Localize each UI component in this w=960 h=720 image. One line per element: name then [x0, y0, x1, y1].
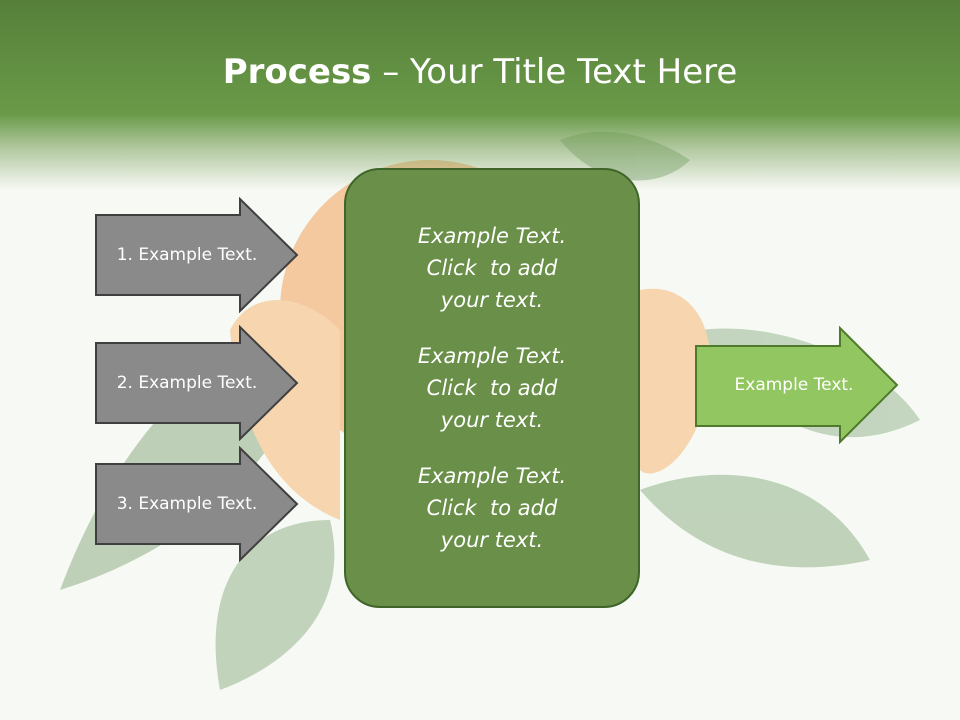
- arrow-shape: [95, 325, 299, 441]
- input-arrow-2[interactable]: 2. Example Text.: [94, 325, 300, 441]
- input-arrow-label: 2. Example Text.: [116, 373, 258, 393]
- output-arrow-label: Example Text.: [734, 375, 854, 395]
- process-text-line: Click to add: [426, 376, 558, 400]
- process-text-line: your text.: [440, 408, 544, 432]
- orange-slice-shape: [640, 288, 711, 474]
- input-arrow-label: 3. Example Text.: [116, 494, 258, 514]
- arrow-shape: [695, 326, 899, 444]
- input-arrow-label: 1. Example Text.: [116, 245, 258, 265]
- process-text-line: Example Text.: [417, 224, 567, 248]
- process-text-line: Example Text.: [417, 464, 567, 488]
- slide-title: Process – Your Title Text Here: [0, 52, 960, 92]
- process-text-line: Click to add: [426, 496, 558, 520]
- process-box[interactable]: Example Text. Click to add your text. Ex…: [344, 168, 640, 608]
- process-text-block-1[interactable]: Example Text. Click to add your text.: [418, 220, 566, 316]
- process-text-line: Example Text.: [417, 344, 567, 368]
- input-arrow-3[interactable]: 3. Example Text.: [94, 446, 300, 562]
- process-text-line: your text.: [440, 288, 544, 312]
- title-rest: – Your Title Text Here: [371, 52, 738, 92]
- arrow-shape: [95, 446, 299, 562]
- title-bold: Process: [222, 52, 372, 92]
- output-arrow[interactable]: Example Text.: [694, 326, 900, 444]
- leaf-shape: [640, 474, 870, 568]
- leaf-shape: [215, 520, 335, 690]
- process-text-line: Click to add: [426, 256, 558, 280]
- title-bar: [0, 0, 960, 190]
- process-text-block-2[interactable]: Example Text. Click to add your text.: [418, 340, 566, 436]
- arrow-shape: [95, 197, 299, 313]
- input-arrow-1[interactable]: 1. Example Text.: [94, 197, 300, 313]
- process-text-line: your text.: [440, 528, 544, 552]
- process-text-block-3[interactable]: Example Text. Click to add your text.: [418, 460, 566, 556]
